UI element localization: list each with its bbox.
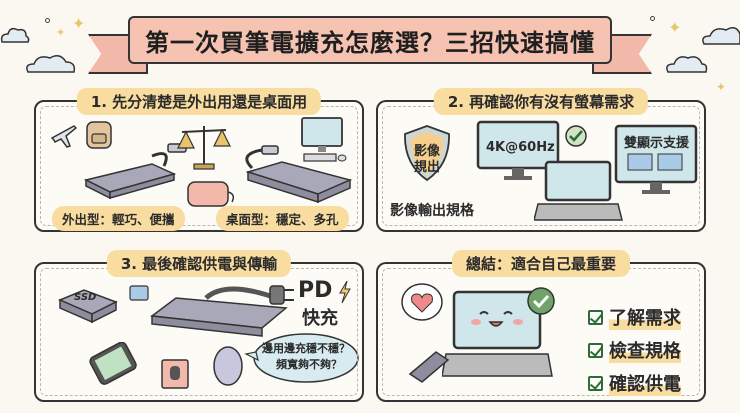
- checklist-item: 檢查規格: [588, 337, 681, 363]
- bubble-text-2: 頻寬夠不夠？: [276, 358, 342, 371]
- dot-decoration: [45, 18, 50, 23]
- sparkle-icon: ✦: [716, 80, 727, 94]
- document-icon: [129, 285, 149, 301]
- airplane-icon: [50, 125, 78, 148]
- laptop-icon: [534, 160, 623, 221]
- pd-label: PD: [298, 278, 333, 303]
- dot-decoration: [650, 16, 655, 21]
- dual-monitor-icon: [614, 124, 698, 194]
- shield-text-2: 規出: [414, 160, 441, 175]
- docking-station-icon: [245, 145, 353, 204]
- phone-icon: [89, 342, 137, 385]
- panel-title: 3. 最後確認供電與傳輸: [106, 250, 292, 277]
- cloud-icon: [702, 27, 740, 45]
- monitor-resolution-text: 4K@60Hz: [486, 140, 555, 155]
- cloud-icon: [26, 55, 76, 73]
- shield-icon: [404, 125, 450, 182]
- monitor-icon: [476, 120, 560, 180]
- dual-display-text: 雙顯示支援: [624, 136, 690, 151]
- plug-icon: [269, 285, 294, 305]
- portable-type-label: 外出型：輕巧、便攜: [52, 206, 185, 231]
- heart-bubble-icon: [401, 283, 443, 321]
- speech-bubble: [244, 333, 359, 383]
- panel-power-and-transfer: 3. 最後確認供電與傳輸 SSD PD 快充 邊用邊充穩不穩？ 頻寬夠不夠？: [34, 250, 364, 402]
- lightning-icon: [339, 280, 351, 304]
- sparkle-icon: ✦: [72, 14, 86, 33]
- cloud-icon: [0, 27, 30, 43]
- usb-hub-icon: [408, 351, 450, 383]
- ssd-label: SSD: [74, 292, 97, 303]
- check-icon: [565, 125, 587, 147]
- check-circle-icon: [527, 287, 555, 315]
- usb-hub-icon: [83, 143, 187, 200]
- fast-charge-label: 快充: [302, 308, 338, 329]
- panel-display-needs: 2. 再確認你有沒有螢幕需求 影像 規出 影像輸出規格 4K@60Hz 雙顯示支…: [376, 88, 706, 232]
- page-title: 第一次買筆電擴充怎麼選？三招快速搞懂: [128, 16, 612, 64]
- happy-laptop-icon: [442, 290, 553, 377]
- mouse-icon: [213, 346, 243, 386]
- webcam-icon: [161, 359, 189, 389]
- bubble-text-1: 邊用邊充穩不穩？: [262, 342, 350, 355]
- video-output-spec-label: 影像輸出規格: [390, 203, 474, 219]
- shield-text-1: 影像: [414, 144, 441, 159]
- ssd-icon: [58, 289, 118, 324]
- sparkle-icon: ✦: [56, 26, 66, 39]
- panel-title: 2. 再確認你有沒有螢幕需求: [433, 88, 649, 115]
- panel-title: 總結：適合自己最重要: [451, 250, 631, 277]
- cloud-icon: [666, 56, 708, 73]
- desktop-computer-icon: [301, 117, 347, 162]
- checklist-item: 了解需求: [588, 304, 681, 330]
- checkbox-checked-icon: [588, 309, 603, 325]
- summary-checklist: 了解需求 檢查規格 確認供電: [588, 304, 681, 403]
- panel-portable-vs-desktop: 1. 先分清楚是外出用還是桌面用 外出型：輕巧、便攜 桌面型：穩定、多孔: [34, 88, 364, 232]
- pouch-icon: [187, 181, 235, 207]
- sparkle-icon: ✦: [668, 18, 682, 37]
- desktop-type-label: 桌面型：穩定、多孔: [216, 206, 349, 231]
- backpack-icon: [86, 121, 112, 149]
- balance-scale-icon: [177, 126, 231, 170]
- checkbox-checked-icon: [588, 375, 603, 391]
- panel-summary: 總結：適合自己最重要 了解需求 檢查規格 確認供電: [376, 250, 706, 403]
- checkbox-checked-icon: [588, 342, 603, 358]
- panel-title: 1. 先分清楚是外出用還是桌面用: [76, 88, 322, 115]
- usb-hub-icon: [150, 286, 288, 337]
- checklist-item: 確認供電: [588, 370, 681, 396]
